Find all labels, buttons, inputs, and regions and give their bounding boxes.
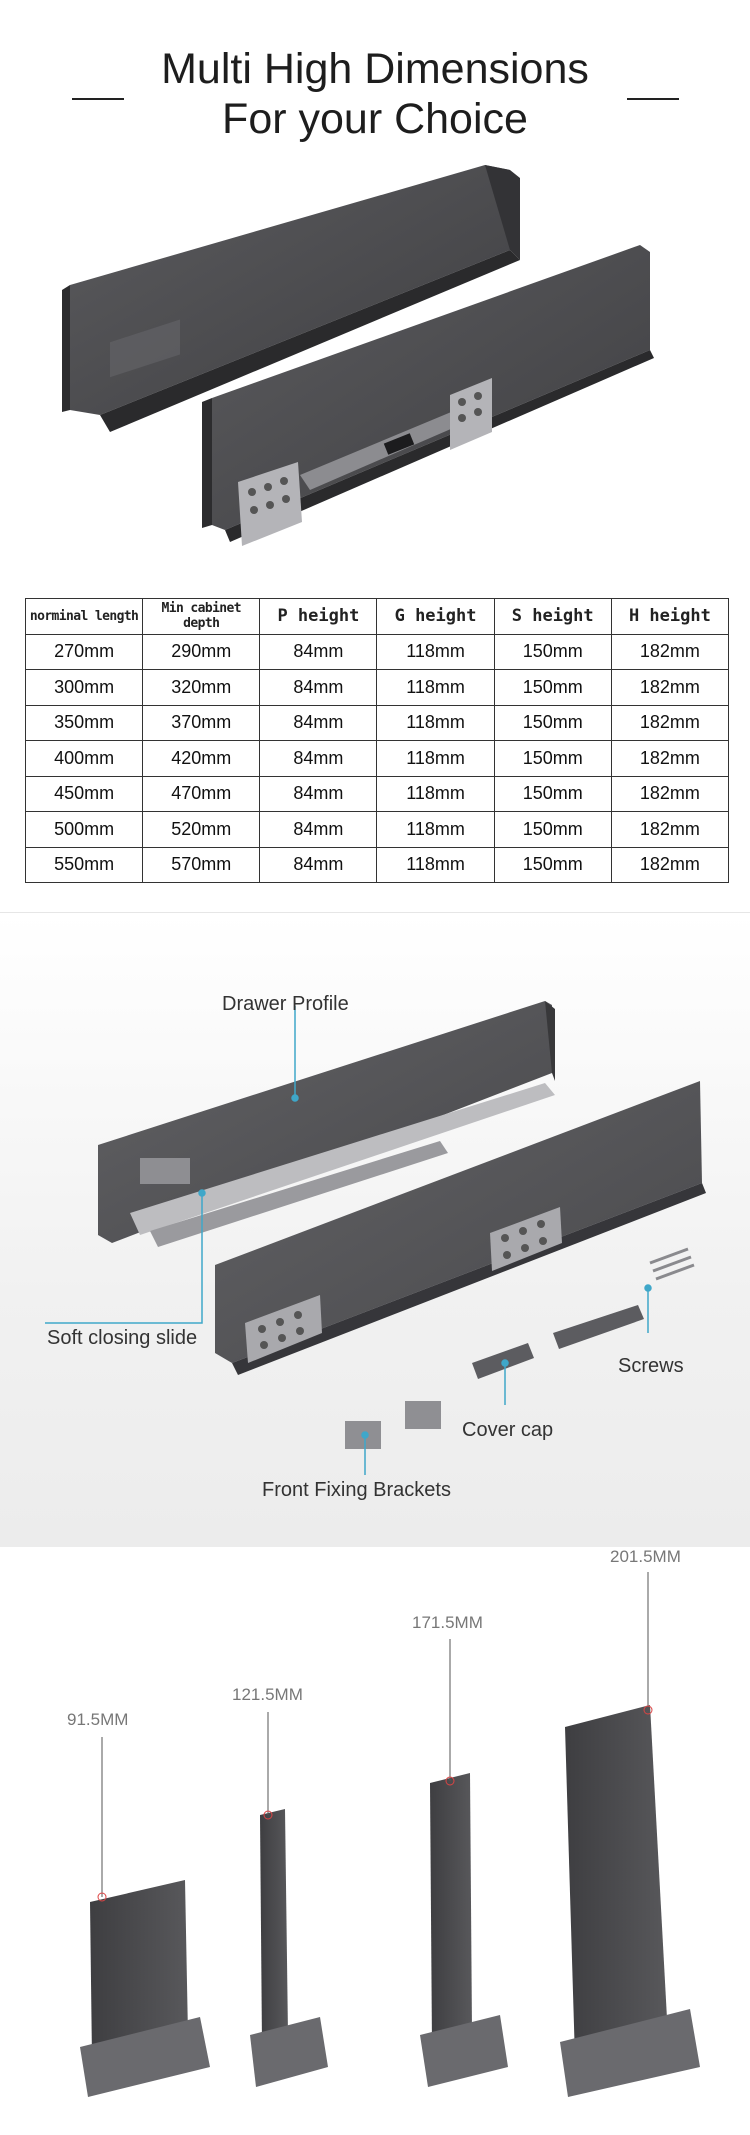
- height-label-4: 201.5MM: [610, 1547, 681, 1566]
- table-cell: 150mm: [493, 775, 612, 812]
- soft-closing-slide-label: Soft closing slide: [47, 1327, 198, 1349]
- rear-bracket-graphic: [450, 378, 492, 450]
- table-cell: 320mm: [142, 669, 261, 706]
- table-cell: 118mm: [376, 704, 495, 741]
- table-cell: 84mm: [259, 740, 378, 777]
- table-cell: 290mm: [142, 633, 261, 670]
- col-header: H height: [610, 598, 730, 635]
- height-label-2: 121.5MM: [232, 1685, 303, 1704]
- page-title: Multi High Dimensions For your Choice: [130, 44, 620, 144]
- col-header: G height: [376, 598, 495, 635]
- table-cell: 150mm: [493, 811, 612, 848]
- table-cell: 182mm: [610, 740, 730, 777]
- table-cell: 84mm: [259, 633, 378, 670]
- table-cell: 150mm: [493, 633, 612, 670]
- drawer-variant-4: [560, 1705, 700, 2097]
- table-cell: 84mm: [259, 811, 378, 848]
- dimension-leaders: [97, 1572, 653, 1902]
- dimension-table: norminal length Min cabinet depth P heig…: [24, 598, 730, 883]
- table-cell: 470mm: [142, 775, 261, 812]
- rear-bracket-graphic: [490, 1207, 562, 1271]
- table-cell: 118mm: [376, 775, 495, 812]
- table-row: 500mm 520mm 84mm 118mm 150mm 182mm: [24, 811, 730, 848]
- title-line-1: Multi High Dimensions: [161, 45, 589, 93]
- table-cell: 150mm: [493, 669, 612, 706]
- table-cell: 118mm: [376, 740, 495, 777]
- table-cell: 182mm: [610, 704, 730, 741]
- parts-diagram: Drawer Profile Soft closing slide Screws…: [0, 912, 750, 1547]
- table-cell: 182mm: [610, 846, 730, 883]
- table-cell: 550mm: [24, 846, 144, 883]
- table-header-row: norminal length Min cabinet depth P heig…: [24, 598, 730, 635]
- table-row: 270mm 290mm 84mm 118mm 150mm 182mm: [24, 633, 730, 670]
- screws-graphic: [649, 1247, 695, 1281]
- front-fixing-brackets-label: Front Fixing Brackets: [262, 1479, 451, 1501]
- front-bracket-graphic: [245, 1295, 322, 1363]
- table-cell: 84mm: [259, 775, 378, 812]
- table-cell: 150mm: [493, 740, 612, 777]
- table-cell: 118mm: [376, 669, 495, 706]
- height-variants: 91.5MM 121.5MM 171.5MM 201.5MM: [0, 1547, 750, 2135]
- table-cell: 520mm: [142, 811, 261, 848]
- table-cell: 182mm: [610, 811, 730, 848]
- table-cell: 300mm: [24, 669, 144, 706]
- table-cell: 84mm: [259, 669, 378, 706]
- drawer-profile-label: Drawer Profile: [222, 993, 349, 1015]
- fixing-bracket-parts: [345, 1401, 441, 1449]
- exploded-view-graphic: [45, 1001, 706, 1475]
- title-left-rule: [72, 98, 124, 100]
- drawer-variant-3: [420, 1773, 508, 2087]
- table-cell: 150mm: [493, 846, 612, 883]
- front-bracket-graphic: [238, 462, 302, 546]
- col-header: S height: [493, 598, 612, 635]
- table-cell: 182mm: [610, 775, 730, 812]
- table-cell: 118mm: [376, 633, 495, 670]
- table-cell: 84mm: [259, 846, 378, 883]
- table-cell: 350mm: [24, 704, 144, 741]
- table-cell: 450mm: [24, 775, 144, 812]
- title-block: Multi High Dimensions For your Choice: [0, 0, 750, 150]
- table-row: 300mm 320mm 84mm 118mm 150mm 182mm: [24, 669, 730, 706]
- table-cell: 370mm: [142, 704, 261, 741]
- damper-graphic: [140, 1158, 190, 1184]
- col-header: norminal length: [24, 598, 144, 635]
- title-line-2: For your Choice: [222, 95, 528, 143]
- drawer-variant-1: [80, 1880, 210, 2097]
- table-cell: 84mm: [259, 704, 378, 741]
- title-right-rule: [627, 98, 679, 100]
- screws-label: Screws: [618, 1355, 684, 1377]
- drawer-pair-image: [62, 165, 654, 546]
- drawer-variant-2: [250, 1809, 328, 2087]
- height-label-1: 91.5MM: [67, 1710, 129, 1729]
- col-header: Min cabinet depth: [142, 598, 261, 635]
- col-header: P height: [259, 598, 378, 635]
- callout-lines: [45, 1006, 652, 1475]
- table-cell: 182mm: [610, 669, 730, 706]
- table-cell: 570mm: [142, 846, 261, 883]
- cover-cap-label: Cover cap: [462, 1419, 554, 1441]
- table-cell: 182mm: [610, 633, 730, 670]
- table-row: 350mm 370mm 84mm 118mm 150mm 182mm: [24, 704, 730, 741]
- table-cell: 150mm: [493, 704, 612, 741]
- table-row: 450mm 470mm 84mm 118mm 150mm 182mm: [24, 775, 730, 812]
- height-label-3: 171.5MM: [412, 1613, 483, 1632]
- table-cell: 420mm: [142, 740, 261, 777]
- table-row: 550mm 570mm 84mm 118mm 150mm 182mm: [24, 846, 730, 883]
- table-cell: 400mm: [24, 740, 144, 777]
- table-cell: 500mm: [24, 811, 144, 848]
- table-cell: 118mm: [376, 846, 495, 883]
- height-variants-graphic: [80, 1572, 700, 2097]
- table-row: 400mm 420mm 84mm 118mm 150mm 182mm: [24, 740, 730, 777]
- table-cell: 270mm: [24, 633, 144, 670]
- table-cell: 118mm: [376, 811, 495, 848]
